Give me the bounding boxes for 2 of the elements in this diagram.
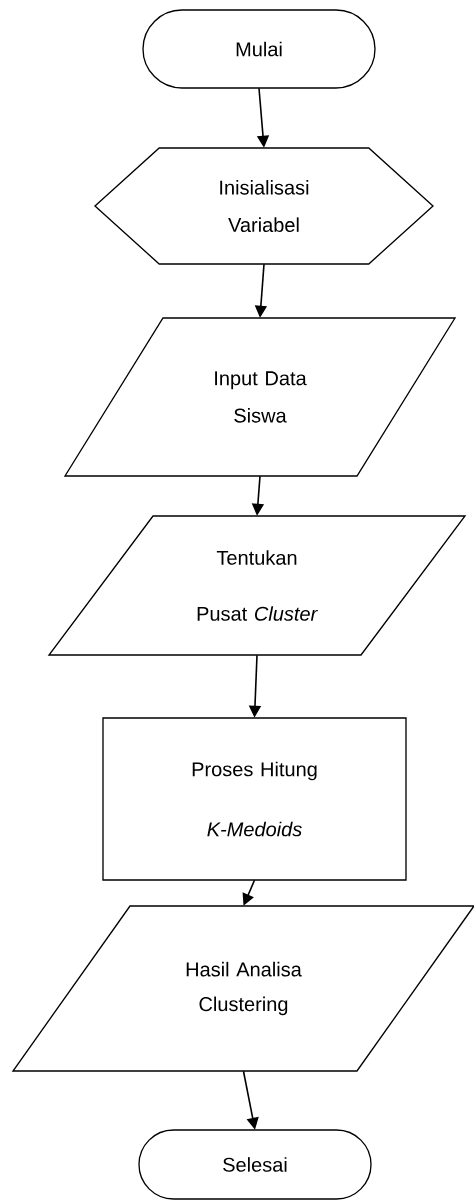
preparation-hexagon: Inisialisasi Variabel	[94, 147, 434, 265]
process-box: Proses Hitung K-Medoids	[102, 717, 407, 881]
